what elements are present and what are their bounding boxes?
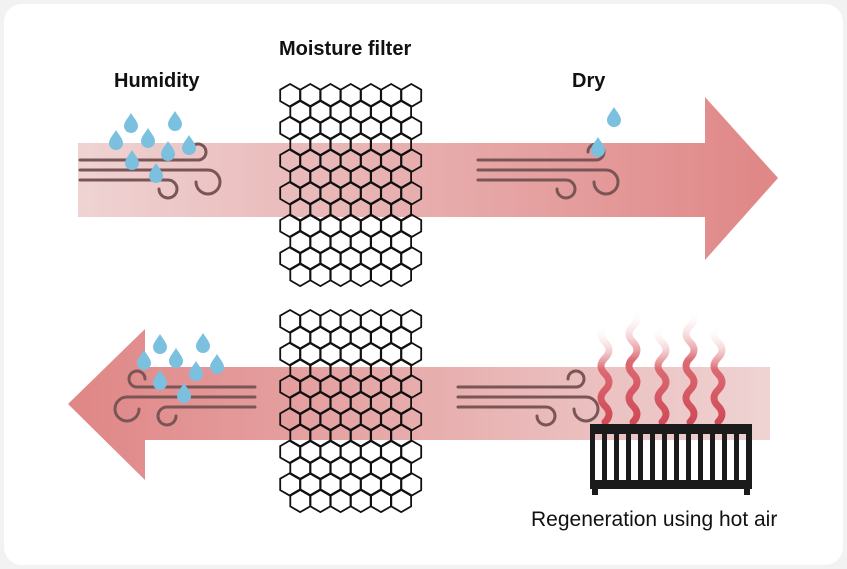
honeycomb-filter-icon (279, 308, 423, 514)
water-drop-icon (137, 350, 151, 370)
radiator-fin (710, 432, 715, 482)
heat-wave (710, 322, 726, 426)
radiator-fin (674, 432, 679, 482)
bottom-arrow (68, 329, 770, 480)
water-drop-icon (189, 361, 203, 381)
water-drop-icon (196, 333, 210, 353)
humidity-label: Humidity (114, 70, 200, 92)
radiator-fin (722, 432, 727, 482)
radiator-fin (698, 432, 703, 482)
water-drop-icon (141, 128, 155, 148)
heat-wave (682, 306, 698, 426)
radiator-fin (686, 432, 691, 482)
water-drop-icon (210, 354, 224, 374)
regeneration-label: Regeneration using hot air (531, 508, 778, 531)
water-drop-icon (149, 163, 163, 183)
radiator-fin (626, 432, 631, 482)
water-drop-icon (169, 348, 183, 368)
water-drop-icon (109, 130, 123, 150)
heat-wave (597, 322, 613, 426)
water-drop-icon (161, 141, 175, 161)
radiator-fin (590, 432, 595, 482)
water-drop-icon (591, 137, 605, 157)
water-drop-icon (177, 383, 191, 403)
water-drop-icon (124, 113, 138, 133)
heat-wave (654, 322, 670, 426)
water-drop-icon (168, 111, 182, 131)
radiator-fin (638, 432, 643, 482)
water-drop-icon (153, 334, 167, 354)
water-drop-icon (182, 135, 196, 155)
wind-icon (113, 369, 257, 427)
top-arrow (78, 97, 778, 260)
wind-icon (456, 369, 600, 427)
filter-label: Moisture filter (279, 38, 412, 60)
dry-label: Dry (572, 70, 606, 92)
water-drop-icon (607, 107, 621, 127)
heat-wave-icon (597, 306, 726, 426)
water-drop-icon (153, 370, 167, 390)
radiator-fin (614, 432, 619, 482)
radiator-fin (602, 432, 607, 482)
radiator-fin (650, 432, 655, 482)
honeycomb-filter-icon (279, 82, 423, 288)
water-drop-icon (125, 150, 139, 170)
radiator-icon (590, 424, 752, 495)
heat-wave (625, 306, 641, 426)
radiator-fin (734, 432, 739, 482)
radiator-fin (662, 432, 667, 482)
